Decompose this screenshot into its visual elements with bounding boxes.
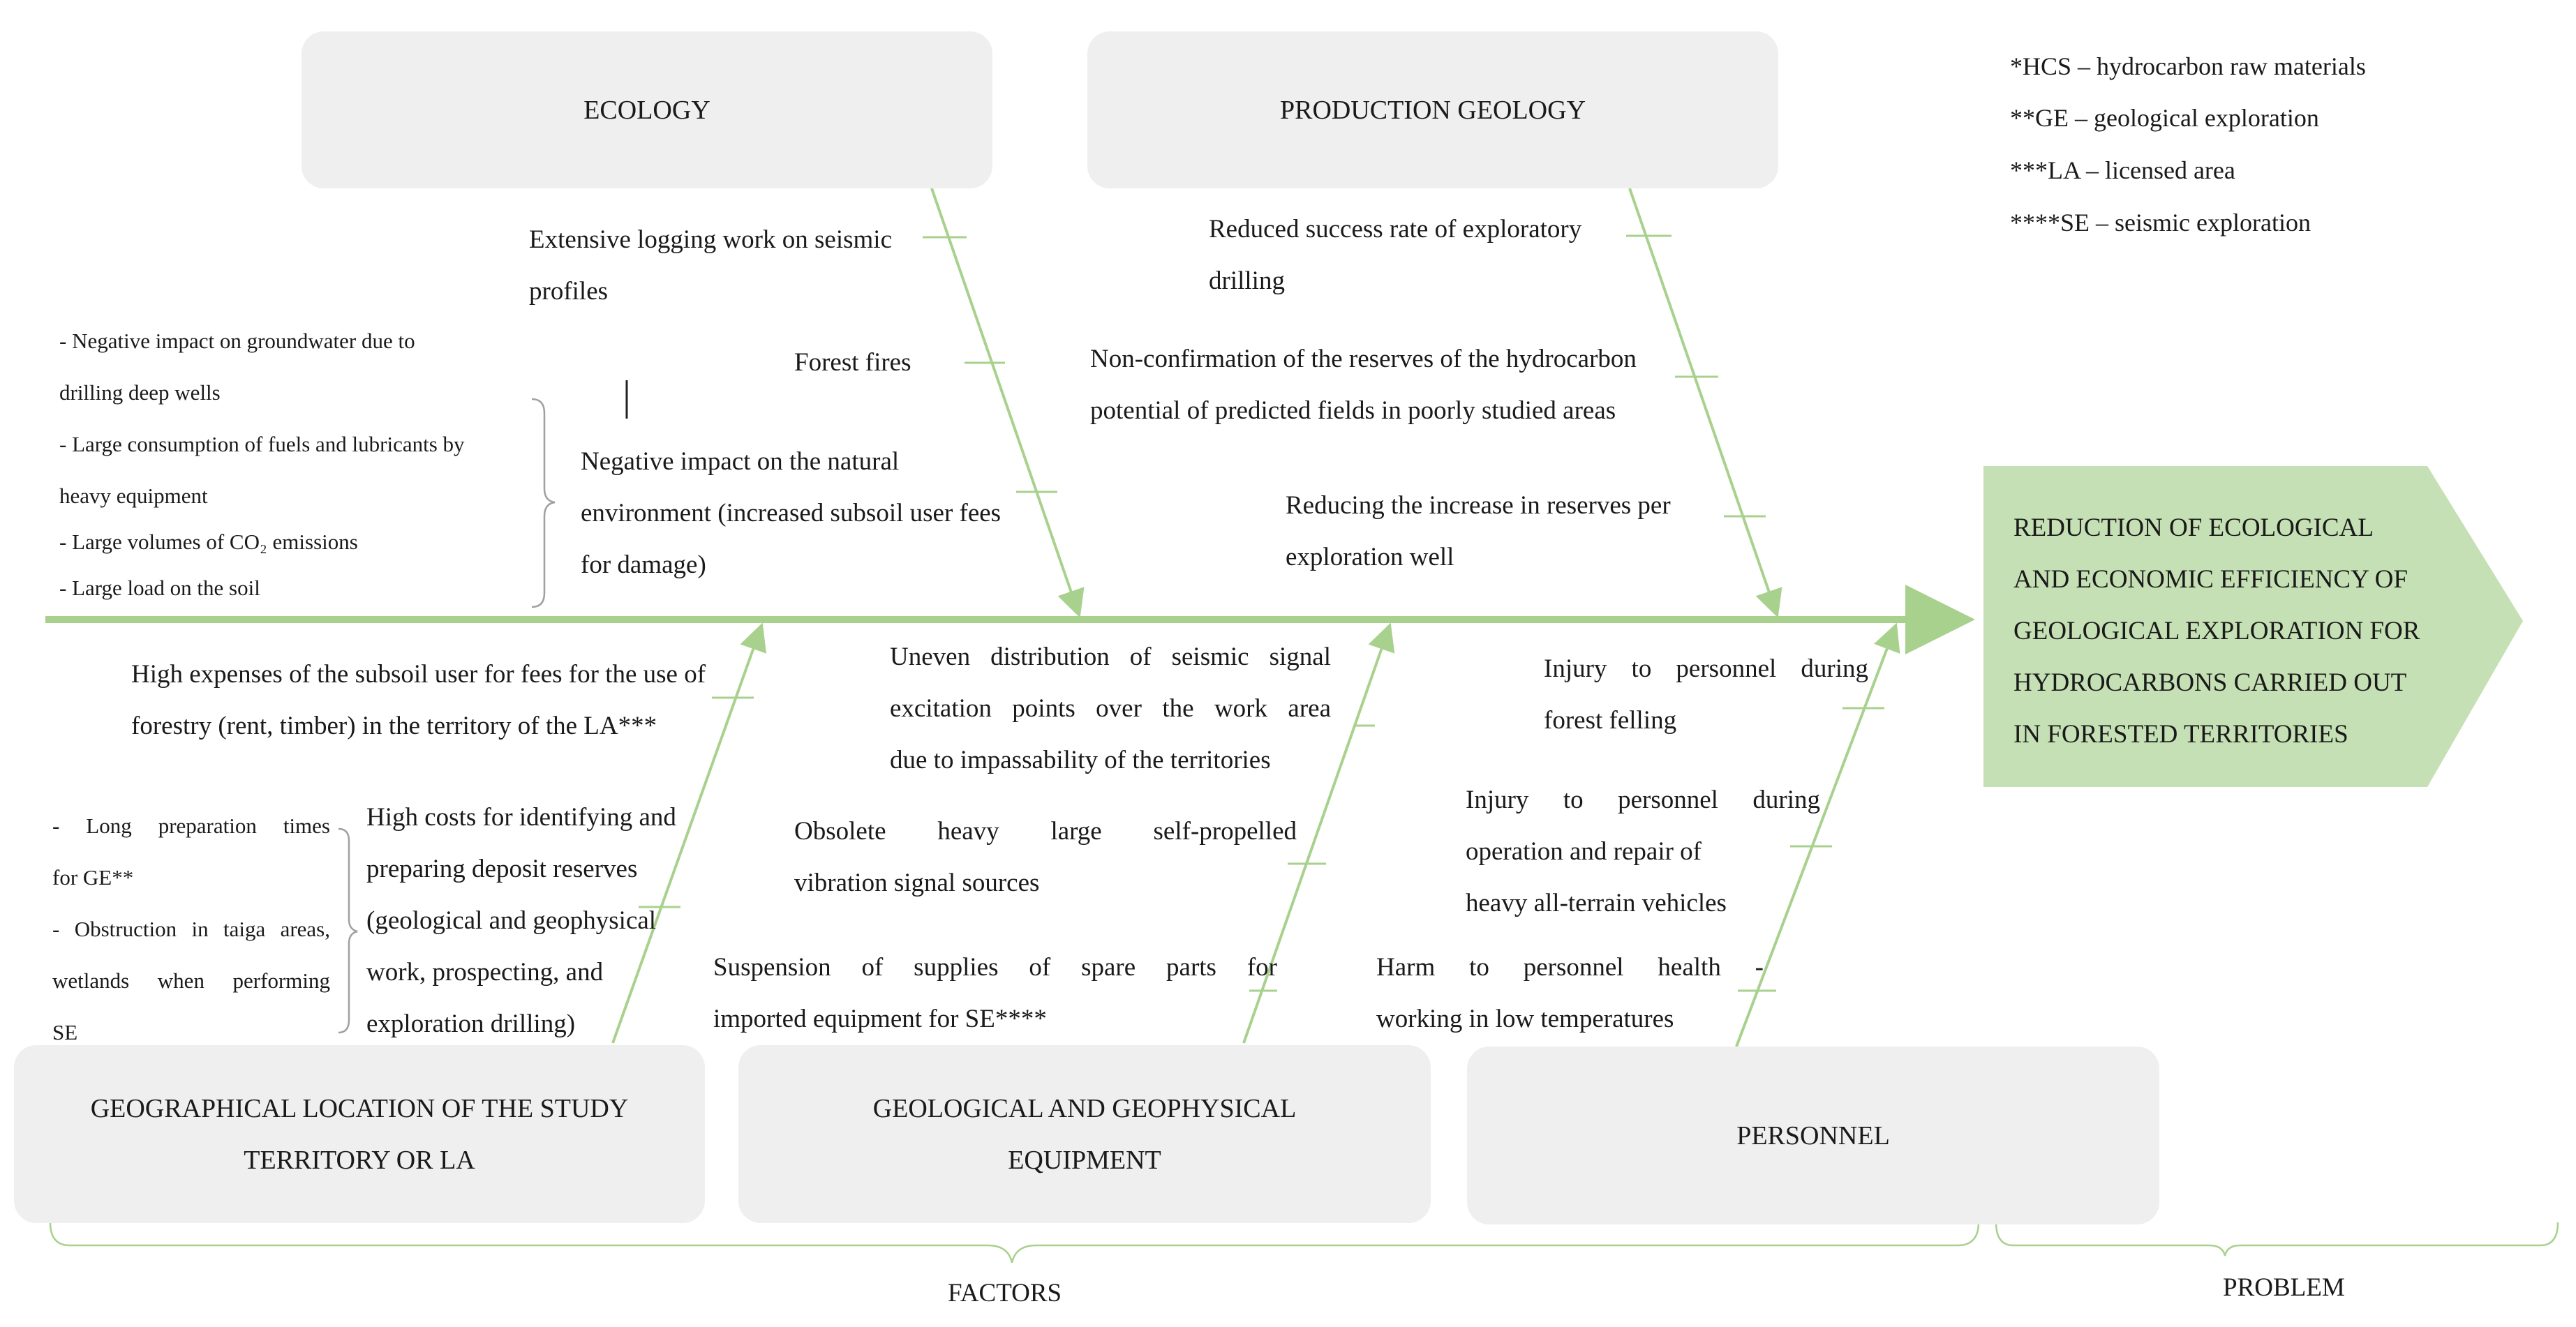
cause-obsolete-sources: Obsolete heavy large self-propelled vibr…: [794, 817, 1297, 897]
problem-text: REDUCTION OF ECOLOGICAL AND ECONOMIC EFF…: [2013, 513, 2420, 749]
cause-injury-felling: Injury to personnel during forest fellin…: [1544, 654, 1868, 735]
cause-uneven-distribution: Uneven distribution of seismic signal ex…: [890, 643, 1331, 774]
cause-non-confirmation: Non-confirmation of the reserves of the …: [1090, 345, 1637, 425]
cause-reducing-reserves: Reducing the increase in reserves per ex…: [1286, 491, 1671, 571]
personnel-bone: [1735, 622, 1900, 1047]
geology-bone: [1628, 188, 1782, 618]
impact-details: - Negative impact on groundwater due to …: [59, 329, 465, 600]
cause-suspension-supplies: Suspension of supplies of spare parts fo…: [713, 953, 1277, 1033]
cause-reduced-success: Reduced success rate of exploratory dril…: [1209, 215, 1582, 295]
cause-negative-impact: Negative impact on the natural environme…: [581, 447, 1002, 579]
geographical-location-category: GEOGRAPHICAL LOCATION OF THE STUDY TERRI…: [14, 1045, 705, 1223]
problem-label: PROBLEM: [2223, 1273, 2345, 1302]
factors-bracket: [49, 1222, 1980, 1264]
cause-extensive-logging: Extensive logging work on seismic profil…: [529, 225, 892, 306]
ecology-bone: [930, 188, 1085, 618]
equipment-category: GEOLOGICAL AND GEOPHYSICAL EQUIPMENT: [738, 1045, 1431, 1223]
cause-injury-vehicles: Injury to personnel during operation and…: [1466, 786, 1820, 917]
cost-bracket: [338, 827, 358, 1034]
problem-bracket: [1995, 1222, 2559, 1257]
factors-label: FACTORS: [948, 1279, 1062, 1307]
impact-bracket: [531, 398, 556, 608]
personnel-category: PERSONNEL: [1467, 1047, 2159, 1224]
cause-forest-fires: Forest fires: [794, 348, 911, 377]
cause-high-costs: High costs for identifying and preparing…: [366, 803, 676, 1038]
cause-harm-health: Harm to personnel health - working in lo…: [1376, 953, 1764, 1033]
ecology-category: ECOLOGY: [301, 31, 992, 188]
production-geology-category: PRODUCTION GEOLOGY: [1087, 31, 1778, 188]
problem-shape: [1983, 466, 2523, 787]
cost-details: - Long preparation times for GE** - Obst…: [52, 814, 330, 1044]
equipment-bone: [1242, 622, 1395, 1044]
cause-high-expenses: High expenses of the subsoil user for fe…: [131, 660, 706, 740]
